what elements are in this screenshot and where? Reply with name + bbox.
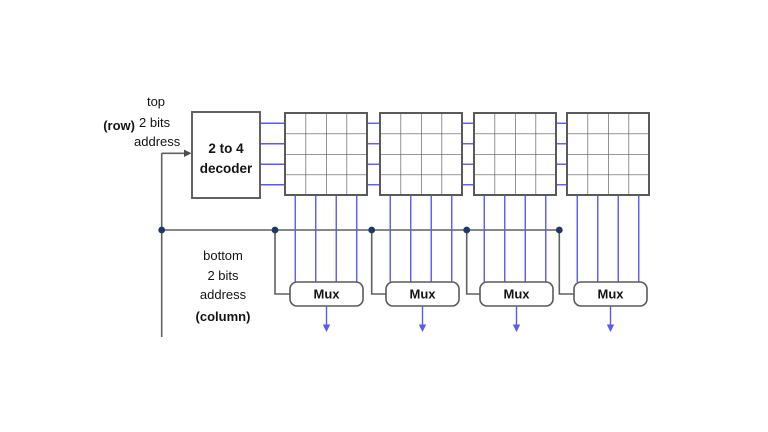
mux1-label: Mux [314,287,341,302]
top-address-label-row: (row) [103,118,135,133]
memory-array-3 [473,112,557,196]
mux-output-arrows [322,306,615,332]
word-line-stubs [260,122,567,186]
bottom-address-label-bottom: bottom [203,248,243,263]
junction-dot [158,226,166,234]
top-address-label-bits: 2 bits [139,115,171,130]
decoder-label-line2: decoder [200,161,253,176]
mux2-select-wire [370,230,386,295]
mux4-label: Mux [598,287,625,302]
junction-dot [271,226,279,234]
bottom-address-label-address: address [200,287,247,302]
mux3-label: Mux [504,287,531,302]
bottom-address-label-bits: 2 bits [207,268,239,283]
mux1-select-wire [274,230,290,295]
decoder-label-line1: 2 to 4 [208,141,244,156]
top-address-label-top: top [147,94,165,109]
junction-dot [368,226,376,234]
bottom-address-label-column: (column) [196,309,251,324]
junction-dot [463,226,471,234]
mux2-label: Mux [410,287,437,302]
memory-array-4 [566,112,650,196]
top-address-label-address: address [134,134,181,149]
decoder-input-arrowhead-icon [184,149,192,157]
bit-lines [294,195,640,282]
memory-array-2 [379,112,463,196]
memory-array-1 [284,112,368,196]
decoder-box [191,111,261,199]
mux3-select-wire [465,230,480,295]
mux4-select-wire [558,230,574,295]
junction-dot [555,226,563,234]
